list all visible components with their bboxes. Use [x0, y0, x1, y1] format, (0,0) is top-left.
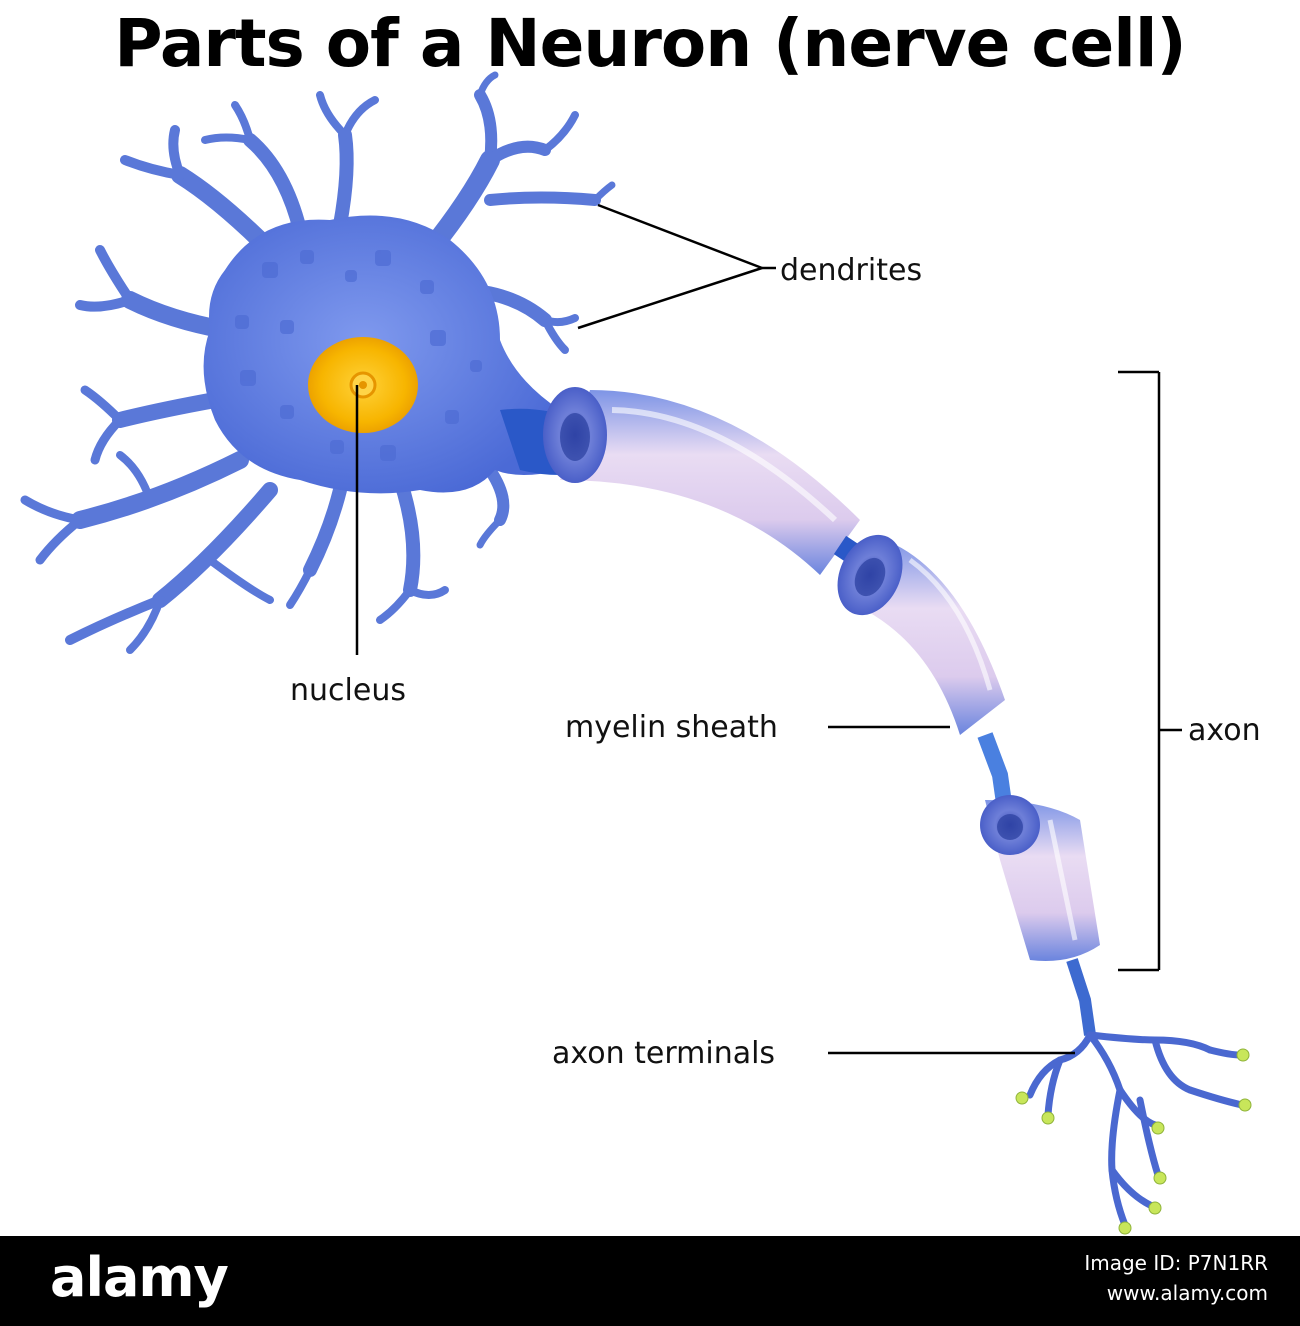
myelin-segment-1 [543, 387, 860, 575]
footer-bar: alamy Image ID: P7N1RR www.alamy.com [0, 1236, 1300, 1326]
image-id: Image ID: P7N1RR [1084, 1251, 1268, 1275]
label-dendrites: dendrites [780, 253, 922, 288]
label-axon-terminals: axon terminals [552, 1036, 775, 1071]
terminal-bulbs [1015, 1048, 1252, 1235]
image-id-block: Image ID: P7N1RR www.alamy.com [1084, 1248, 1268, 1308]
label-axon: axon [1188, 713, 1261, 748]
axon-terminals [1026, 1031, 1246, 1229]
label-nucleus: nucleus [290, 673, 406, 708]
dendrites [20, 71, 616, 654]
website: www.alamy.com [1106, 1281, 1268, 1305]
page-title: Parts of a Neuron (nerve cell) [114, 5, 1186, 82]
cell-body-spots [235, 250, 482, 461]
myelin-segment-2 [837, 534, 1005, 735]
brand-logo: alamy [50, 1246, 229, 1309]
neuron-diagram: dendrites nucleus myelin sheath axon axo… [20, 71, 1261, 1235]
leader-lines [355, 203, 1182, 1055]
myelin-segment-3 [980, 795, 1100, 961]
nucleus [308, 337, 418, 433]
label-myelin-sheath: myelin sheath [565, 710, 778, 745]
